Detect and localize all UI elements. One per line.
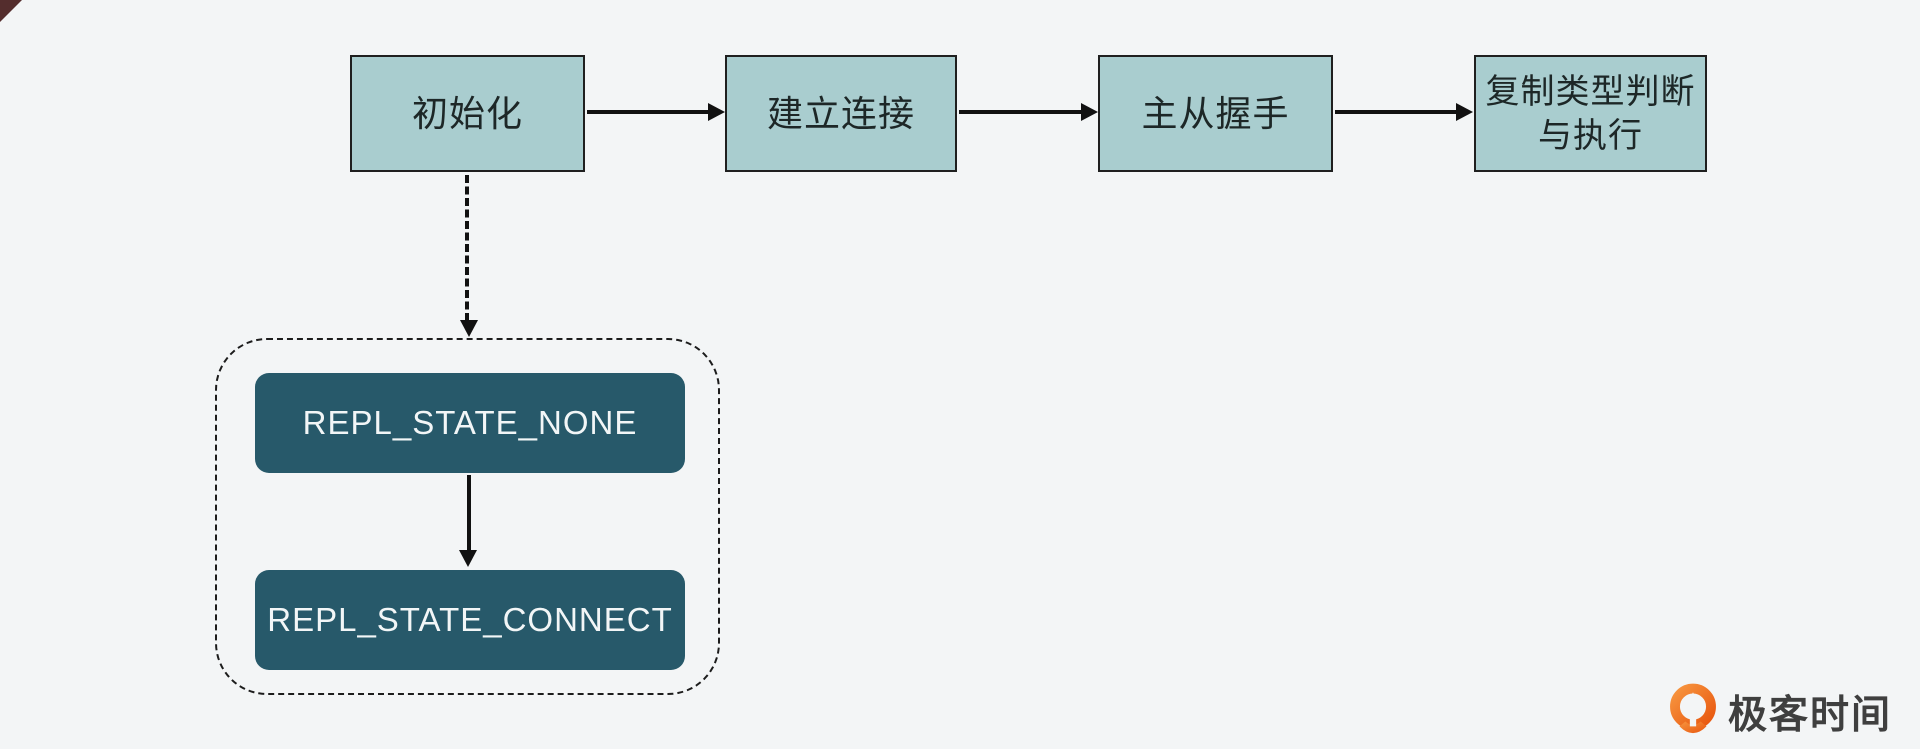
geektime-logo-text: 极客时间	[1728, 694, 1893, 737]
flow-node-replication-type-judgment: 复制类型判断 与执行	[1474, 55, 1707, 172]
state-repl-state-connect-label: REPL_STATE_CONNECT	[267, 601, 673, 638]
arrow-handshake-to-replication-type	[1335, 103, 1473, 121]
geektime-logo-icon	[1670, 683, 1716, 734]
flow-node-master-slave-handshake: 主从握手	[1098, 55, 1333, 172]
flow-node-replication-type-label-line1: 复制类型判断	[1485, 72, 1696, 111]
arrow-none-to-connect-state	[460, 475, 476, 567]
flow-node-handshake-label: 主从握手	[1141, 92, 1290, 134]
state-repl-state-none-label: REPL_STATE_NONE	[302, 404, 638, 441]
flow-node-init-label: 初始化	[411, 92, 523, 134]
flow-node-init: 初始化	[350, 55, 585, 172]
state-node-repl-state-none: REPL_STATE_NONE	[255, 373, 685, 473]
flow-node-establish-connection: 建立连接	[725, 55, 957, 172]
corner-fold-decoration	[0, 0, 22, 22]
dashed-arrow-init-to-states	[460, 175, 478, 337]
flow-node-replication-type-label-line2: 与执行	[1538, 116, 1643, 155]
arrow-connect-to-handshake	[959, 103, 1098, 121]
flow-node-establish-connection-label: 建立连接	[766, 92, 915, 134]
geektime-logo: 极客时间	[1666, 682, 1892, 742]
arrow-init-to-connect	[587, 103, 725, 121]
repl-states-group-container: REPL_STATE_NONE REPL_STATE_CONNECT	[215, 338, 720, 695]
state-node-repl-state-connect: REPL_STATE_CONNECT	[255, 570, 685, 670]
